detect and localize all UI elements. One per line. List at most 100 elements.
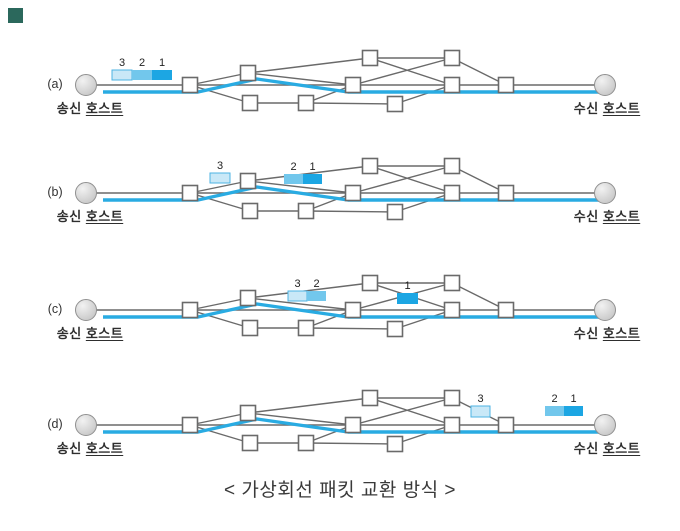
packet-number-3: 3 <box>119 57 125 69</box>
switch-node <box>239 404 257 422</box>
route-path <box>103 417 599 434</box>
receiver-host <box>594 299 616 321</box>
sender-word: 송신 <box>56 326 82 341</box>
network-link <box>394 192 453 213</box>
receiver-word: 수신 <box>573 101 599 116</box>
sender-host <box>75 299 97 321</box>
switch-node <box>443 301 461 319</box>
switch-node <box>181 416 199 434</box>
network-link <box>305 210 396 213</box>
sender-host <box>75 74 97 96</box>
switch-node <box>344 416 362 434</box>
packet-number-1: 1 <box>404 280 410 292</box>
switch-node <box>297 94 315 112</box>
network-link <box>247 165 371 182</box>
route-path <box>103 77 599 94</box>
host-word: 호스트 <box>85 326 124 341</box>
switch-node <box>344 301 362 319</box>
network-link <box>247 412 354 426</box>
switch-node <box>297 434 315 452</box>
row-label-a: (a) <box>47 77 63 91</box>
network-link <box>451 165 507 194</box>
packet-2 <box>545 406 564 416</box>
packet-1 <box>564 406 583 416</box>
switch-node <box>443 49 461 67</box>
packet-number-2: 2 <box>313 278 319 290</box>
host-word: 호스트 <box>85 101 124 116</box>
packet-1 <box>303 174 322 184</box>
switch-node <box>361 49 379 67</box>
switch-node <box>497 76 515 94</box>
switch-node <box>241 319 259 337</box>
switch-node <box>443 76 461 94</box>
host-word: 호스트 <box>602 326 641 341</box>
switch-node <box>386 95 404 113</box>
switch-node <box>497 301 515 319</box>
packet-3 <box>209 172 231 184</box>
packet-number-3: 3 <box>294 278 300 290</box>
packet-number-1: 1 <box>159 57 165 69</box>
packet-number-3: 3 <box>477 393 483 405</box>
switch-node <box>239 289 257 307</box>
packet-2 <box>307 291 326 301</box>
network-link <box>451 57 507 86</box>
sender-host-label: 송신 호스트 <box>44 326 136 341</box>
network-link <box>305 102 396 105</box>
packet-2 <box>132 70 152 80</box>
network-link <box>369 397 453 426</box>
packet-3 <box>470 405 491 418</box>
corner-marker <box>8 8 23 23</box>
receiver-word: 수신 <box>573 326 599 341</box>
receiver-host-label: 수신 호스트 <box>561 441 653 456</box>
receiver-host-label: 수신 호스트 <box>561 101 653 116</box>
network-link <box>247 180 354 194</box>
network-link <box>352 165 453 194</box>
network-link <box>305 442 396 445</box>
network-link <box>189 424 251 444</box>
packet-3 <box>111 69 133 81</box>
network-link <box>369 57 453 86</box>
switch-node <box>241 434 259 452</box>
switch-node <box>361 389 379 407</box>
packet-number-3: 3 <box>217 160 223 172</box>
packet-number-2: 2 <box>290 161 296 173</box>
receiver-host-label: 수신 호스트 <box>561 209 653 224</box>
row-label-b: (b) <box>47 185 63 199</box>
switch-node <box>344 76 362 94</box>
packet-number-2: 2 <box>139 57 145 69</box>
receiver-host <box>594 74 616 96</box>
receiver-host <box>594 182 616 204</box>
receiver-host <box>594 414 616 436</box>
host-word: 호스트 <box>602 209 641 224</box>
route-path <box>103 185 599 202</box>
network-link <box>247 397 371 414</box>
network-link <box>247 282 371 299</box>
switch-node <box>497 416 515 434</box>
network-link <box>189 192 251 212</box>
sender-host-label: 송신 호스트 <box>44 101 136 116</box>
switch-node <box>361 274 379 292</box>
network-link <box>189 412 249 426</box>
host-word: 호스트 <box>85 209 124 224</box>
network-link <box>247 72 354 86</box>
switch-node <box>297 319 315 337</box>
packet-2 <box>284 174 303 184</box>
network-link <box>189 309 251 329</box>
receiver-host-label: 수신 호스트 <box>561 326 653 341</box>
switch-node <box>181 301 199 319</box>
network-link <box>189 72 249 86</box>
sender-host <box>75 182 97 204</box>
packet-3 <box>287 290 308 302</box>
figure-caption: < 가상회선 패킷 교환 방식 > <box>224 480 456 501</box>
network-link <box>189 297 249 311</box>
packet-number-1: 1 <box>309 161 315 173</box>
network-link <box>305 327 396 330</box>
network-link <box>189 180 249 194</box>
receiver-word: 수신 <box>573 209 599 224</box>
switch-node <box>297 202 315 220</box>
sender-host-label: 송신 호스트 <box>44 209 136 224</box>
switch-node <box>497 184 515 202</box>
receiver-word: 수신 <box>573 441 599 456</box>
switch-node <box>361 157 379 175</box>
switch-node <box>443 416 461 434</box>
